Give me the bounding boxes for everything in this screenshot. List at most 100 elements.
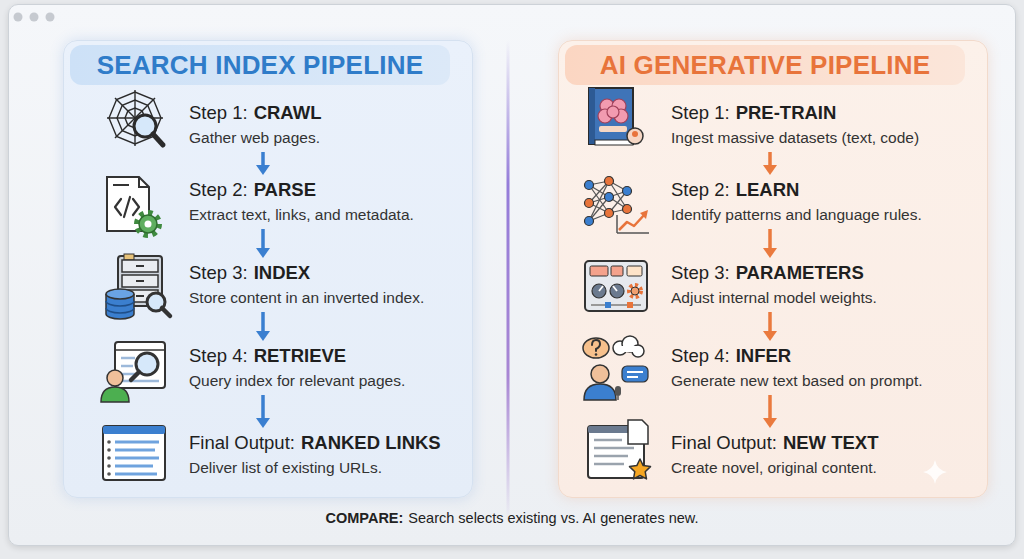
crawl-icon xyxy=(115,98,155,138)
arrow-head xyxy=(763,165,777,175)
index-icon xyxy=(162,308,170,316)
step-keyword: RETRIEVE xyxy=(254,345,347,366)
step-heading: Step 4:INFER xyxy=(671,344,981,368)
parse-icon xyxy=(115,197,139,217)
panel-header: SEARCH INDEX PIPELINE xyxy=(70,45,450,85)
retrieve-icon xyxy=(121,380,159,383)
document-star-icon xyxy=(588,426,644,478)
chat-person-icon xyxy=(632,345,644,357)
step-number: Step 2: xyxy=(671,179,730,200)
index-icon xyxy=(122,260,158,272)
sparkle-mark xyxy=(923,460,947,484)
network-icon xyxy=(605,193,614,202)
chat-person-icon xyxy=(592,340,600,351)
arrow-shaft xyxy=(261,229,265,249)
network-icon xyxy=(589,213,609,221)
book-brain-icon xyxy=(589,88,633,144)
index-icon xyxy=(136,280,144,282)
crawl-icon xyxy=(153,134,163,145)
control-panel-icon xyxy=(613,286,617,291)
step-box: Step 4:RETRIEVEQuery index for relevant … xyxy=(101,344,471,391)
network-icon xyxy=(585,181,594,190)
control-panel-icon xyxy=(605,302,611,308)
pipeline-panel: SEARCH INDEX PIPELINEStep 1:CRAWLGather … xyxy=(63,40,473,498)
step-description: Store content in an inverted index. xyxy=(189,287,471,308)
book-brain-icon xyxy=(612,99,626,113)
arrow-shaft xyxy=(768,229,772,249)
index-icon xyxy=(106,254,170,319)
arrow-shaft xyxy=(768,152,772,166)
crawl-icon xyxy=(107,90,163,146)
index-icon xyxy=(136,265,144,267)
parse-icon xyxy=(113,184,129,186)
step-heading: Step 2:PARSE xyxy=(189,178,471,202)
arrow-shaft xyxy=(768,395,772,419)
parse-icon xyxy=(107,177,149,231)
center-divider xyxy=(507,40,510,520)
crawl-icon xyxy=(109,92,161,144)
network-icon xyxy=(605,209,614,218)
step-box: Step 2:PARSEExtract text, links, and met… xyxy=(101,178,471,225)
crawl-icon xyxy=(134,115,156,137)
chat-person-icon xyxy=(622,336,638,352)
network-icon xyxy=(585,177,632,226)
step-number: Step 3: xyxy=(671,262,730,283)
flow-arrow xyxy=(763,229,777,258)
step-keyword: PARSE xyxy=(254,179,316,200)
window-dots xyxy=(14,13,55,22)
ranked-list-icon xyxy=(103,426,165,480)
pipeline-panel: AI GENERATIVE PIPELINEStep 1:PRE-TRAINIn… xyxy=(558,40,988,498)
compare-label: COMPARE: xyxy=(325,510,403,526)
step-heading: Step 1:PRE-TRAIN xyxy=(671,101,981,125)
control-panel-icon xyxy=(590,266,608,276)
ranked-list-icon xyxy=(103,426,165,480)
book-brain-icon xyxy=(589,88,595,144)
step-heading: Step 3:INDEX xyxy=(189,261,471,285)
step-number: Final Output: xyxy=(671,432,777,453)
step-box: Final Output:RANKED LINKSDeliver list of… xyxy=(101,431,471,478)
network-icon xyxy=(589,197,609,221)
book-brain-icon xyxy=(632,131,638,137)
network-icon xyxy=(623,205,632,214)
ranked-list-icon xyxy=(115,473,157,476)
arrow-head xyxy=(763,331,777,341)
control-panel-icon xyxy=(585,261,647,311)
book-brain-icon xyxy=(600,99,614,113)
window-dots xyxy=(30,13,39,22)
ranked-list-icon xyxy=(107,456,111,460)
step-box: Step 3:INDEXStore content in an inverted… xyxy=(101,261,471,308)
retrieve-icon xyxy=(101,342,165,402)
parse-icon xyxy=(137,213,159,235)
chat-person-icon xyxy=(583,336,648,400)
window-dots xyxy=(46,13,55,22)
parse-icon xyxy=(139,215,157,233)
network-icon xyxy=(609,191,627,213)
step-description: Identify patterns and language rules. xyxy=(671,204,981,225)
network-icon xyxy=(585,199,594,208)
panel-header: AI GENERATIVE PIPELINE xyxy=(565,45,965,85)
flow-arrow xyxy=(763,395,777,428)
ranked-list-icon xyxy=(115,465,153,468)
chat-person-icon xyxy=(613,341,627,355)
step-number: Step 1: xyxy=(189,102,248,123)
index-icon xyxy=(118,256,162,306)
book-brain-icon xyxy=(599,126,627,132)
chat-person-icon xyxy=(584,384,616,400)
flow-arrow xyxy=(256,312,270,341)
parse-icon xyxy=(107,177,159,235)
network-icon xyxy=(589,181,609,203)
retrieve-icon xyxy=(131,372,139,380)
step-heading: Final Output:NEW TEXT xyxy=(671,431,981,455)
retrieve-icon xyxy=(121,365,133,368)
step-heading: Step 3:PARAMETERS xyxy=(671,261,981,285)
crawl-icon xyxy=(125,108,145,128)
network-icon xyxy=(589,185,609,197)
ranked-list-icon xyxy=(107,440,111,476)
crawl-icon xyxy=(107,117,163,118)
control-panel-icon xyxy=(629,285,641,297)
flow-arrow xyxy=(763,152,777,175)
arrow-head xyxy=(763,248,777,258)
step-box: Step 2:LEARNIdentify patterns and langua… xyxy=(576,178,981,225)
network-icon xyxy=(605,177,614,186)
